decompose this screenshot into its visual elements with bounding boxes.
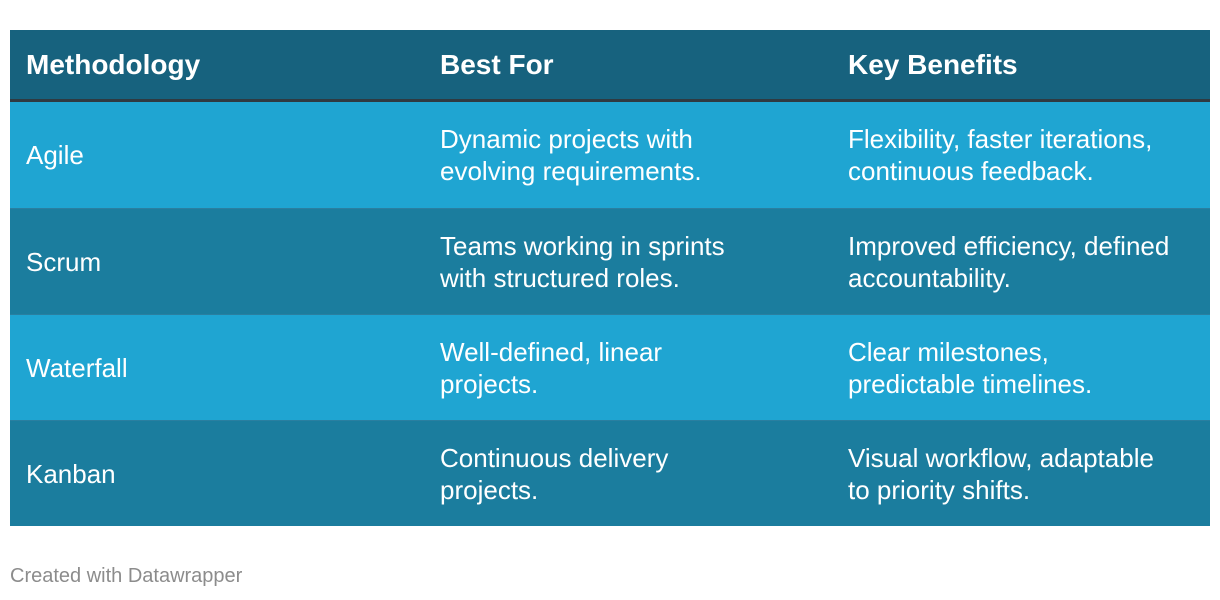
cell-line: with structured roles. — [440, 262, 680, 293]
cell-line: Dynamic projects with — [440, 124, 693, 154]
cell-methodology: Kanban — [26, 458, 116, 489]
cell-best-for: Teams working in sprints with structured… — [424, 230, 832, 294]
cell-methodology: Agile — [26, 140, 84, 170]
header-best-for: Best For — [440, 48, 554, 80]
cell-key-benefits: Clear milestones, predictable timelines. — [832, 336, 1210, 400]
cell-line: Improved efficiency, defined — [848, 230, 1170, 261]
header-key-benefits: Key Benefits — [848, 48, 1018, 80]
cell-line: continuous feedback. — [848, 156, 1094, 186]
cell-line: to priority shifts. — [848, 474, 1031, 505]
cell-key-benefits: Improved efficiency, defined accountabil… — [832, 230, 1210, 294]
cell-line: projects. — [440, 368, 539, 399]
cell-line: accountability. — [848, 262, 1011, 293]
table-row: Kanban Continuous delivery projects. Vis… — [10, 420, 1210, 526]
cell-line: Continuous delivery — [440, 442, 669, 473]
cell-line: predictable timelines. — [848, 368, 1093, 399]
cell-best-for: Well-defined, linear projects. — [424, 336, 832, 400]
cell-line: Flexibility, faster iterations, — [848, 124, 1153, 154]
methodology-table: Methodology Best For Key Benefits Agile … — [10, 30, 1210, 526]
cell-line: Well-defined, linear — [440, 336, 663, 367]
cell-line: projects. — [440, 474, 539, 505]
header-methodology: Methodology — [26, 48, 201, 80]
cell-methodology: Waterfall — [26, 352, 128, 383]
cell-best-for: Dynamic projects with evolving requireme… — [424, 123, 832, 187]
table-row: Waterfall Well-defined, linear projects.… — [10, 314, 1210, 420]
table-row: Scrum Teams working in sprints with stru… — [10, 208, 1210, 314]
cell-methodology: Scrum — [26, 246, 102, 277]
cell-line: evolving requirements. — [440, 156, 702, 186]
table-header-row: Methodology Best For Key Benefits — [10, 30, 1210, 102]
cell-line: Clear milestones, — [848, 336, 1049, 367]
datawrapper-credit: Created with Datawrapper — [10, 565, 243, 587]
table-row: Agile Dynamic projects with evolving req… — [10, 102, 1210, 208]
cell-line: Visual workflow, adaptable — [848, 442, 1154, 473]
cell-line: Teams working in sprints — [440, 230, 725, 261]
cell-key-benefits: Visual workflow, adaptable to priority s… — [832, 442, 1210, 506]
cell-best-for: Continuous delivery projects. — [424, 442, 832, 506]
cell-key-benefits: Flexibility, faster iterations, continuo… — [832, 123, 1210, 187]
